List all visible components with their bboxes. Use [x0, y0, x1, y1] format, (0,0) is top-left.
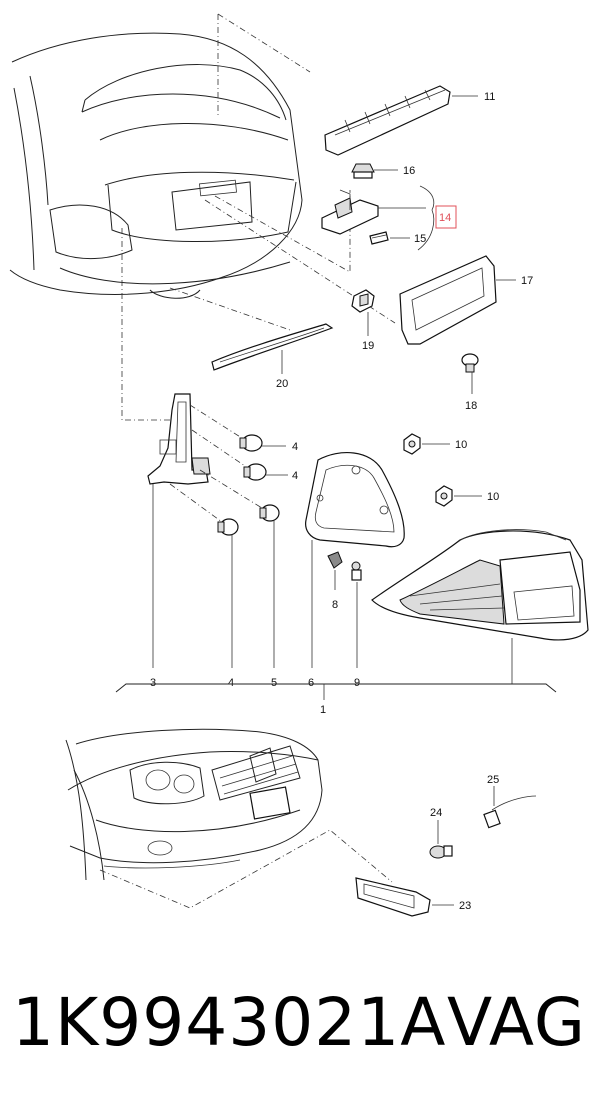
callout-4b: 4 — [292, 470, 298, 482]
part-4-bolt-a — [239, 434, 286, 452]
part-25-connector — [483, 786, 537, 829]
callout-8: 8 — [332, 599, 338, 611]
callout-15: 15 — [414, 233, 426, 245]
callout-14: 14 — [439, 212, 451, 224]
part-18-screw — [461, 353, 479, 394]
callout-4a: 4 — [292, 441, 298, 453]
callout-17: 17 — [521, 275, 533, 287]
callout-18: 18 — [465, 400, 477, 412]
part-20-trim-strip — [211, 323, 334, 374]
callout-25: 25 — [487, 774, 499, 786]
callout-4c: 4 — [228, 677, 234, 689]
callout-3: 3 — [150, 677, 156, 689]
part-9-ball-stud — [351, 561, 362, 668]
callout-11: 11 — [484, 91, 495, 103]
part-17-plate-bracket — [399, 255, 516, 345]
callout-14-box — [435, 205, 457, 229]
callout-19: 19 — [362, 340, 374, 352]
car-rear-illustration — [9, 32, 303, 299]
callout-24: 24 — [430, 807, 442, 819]
part-5-bolt — [259, 504, 280, 668]
part-4-bolt-b — [243, 463, 288, 481]
callout-10a: 10 — [455, 439, 467, 451]
callout-6: 6 — [308, 677, 314, 689]
callout-9: 9 — [354, 677, 360, 689]
callout-1: 1 — [320, 704, 326, 716]
part-number: 1K9943021A — [12, 984, 447, 1061]
callout-23: 23 — [459, 900, 471, 912]
caption-bar: 1K9943021A VAG — [0, 978, 600, 1068]
part-6-gasket — [305, 452, 405, 668]
part-16-clip-nut — [351, 163, 398, 179]
callout-5: 5 — [271, 677, 277, 689]
part-14-license-plate-lamp — [321, 189, 426, 235]
part-1-tail-light — [371, 529, 589, 684]
part-10-nut-a — [403, 433, 450, 455]
callout-20: 20 — [276, 378, 288, 390]
part-19-grommet — [351, 289, 375, 336]
brand-name: VAG — [446, 984, 586, 1061]
part-10-nut-b — [435, 485, 482, 507]
part-23-side-lamp — [355, 877, 454, 917]
car-front-illustration — [65, 728, 323, 881]
part-15-bulb — [369, 231, 410, 245]
parts-diagram: 11 16 14 15 17 19 18 — [9, 13, 589, 917]
part-3-lamp-bracket — [147, 393, 211, 668]
part-11-brake-light — [324, 85, 478, 156]
part-24-bulb — [429, 820, 453, 859]
part-8-clip — [327, 551, 343, 590]
part-4-bolt-c — [217, 518, 239, 668]
callout-16: 16 — [403, 165, 415, 177]
callout-10b: 10 — [487, 491, 499, 503]
